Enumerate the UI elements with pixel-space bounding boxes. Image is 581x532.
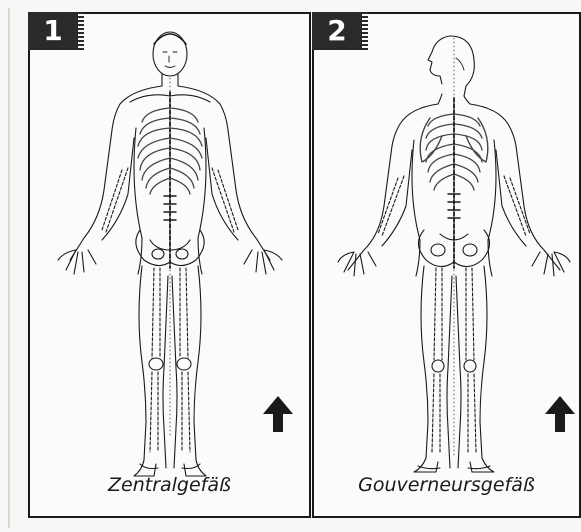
- panel-front-view: 1: [28, 12, 311, 518]
- arrow-up-icon: [261, 394, 295, 434]
- panel-caption: Zentralgefäß: [30, 474, 309, 496]
- panel-caption: Gouverneursgefäß: [314, 474, 579, 496]
- arrow-up-icon: [543, 394, 577, 434]
- page-edge: [8, 8, 10, 528]
- panel-back-view: 2: [312, 12, 581, 518]
- body-figure-back: [314, 18, 581, 488]
